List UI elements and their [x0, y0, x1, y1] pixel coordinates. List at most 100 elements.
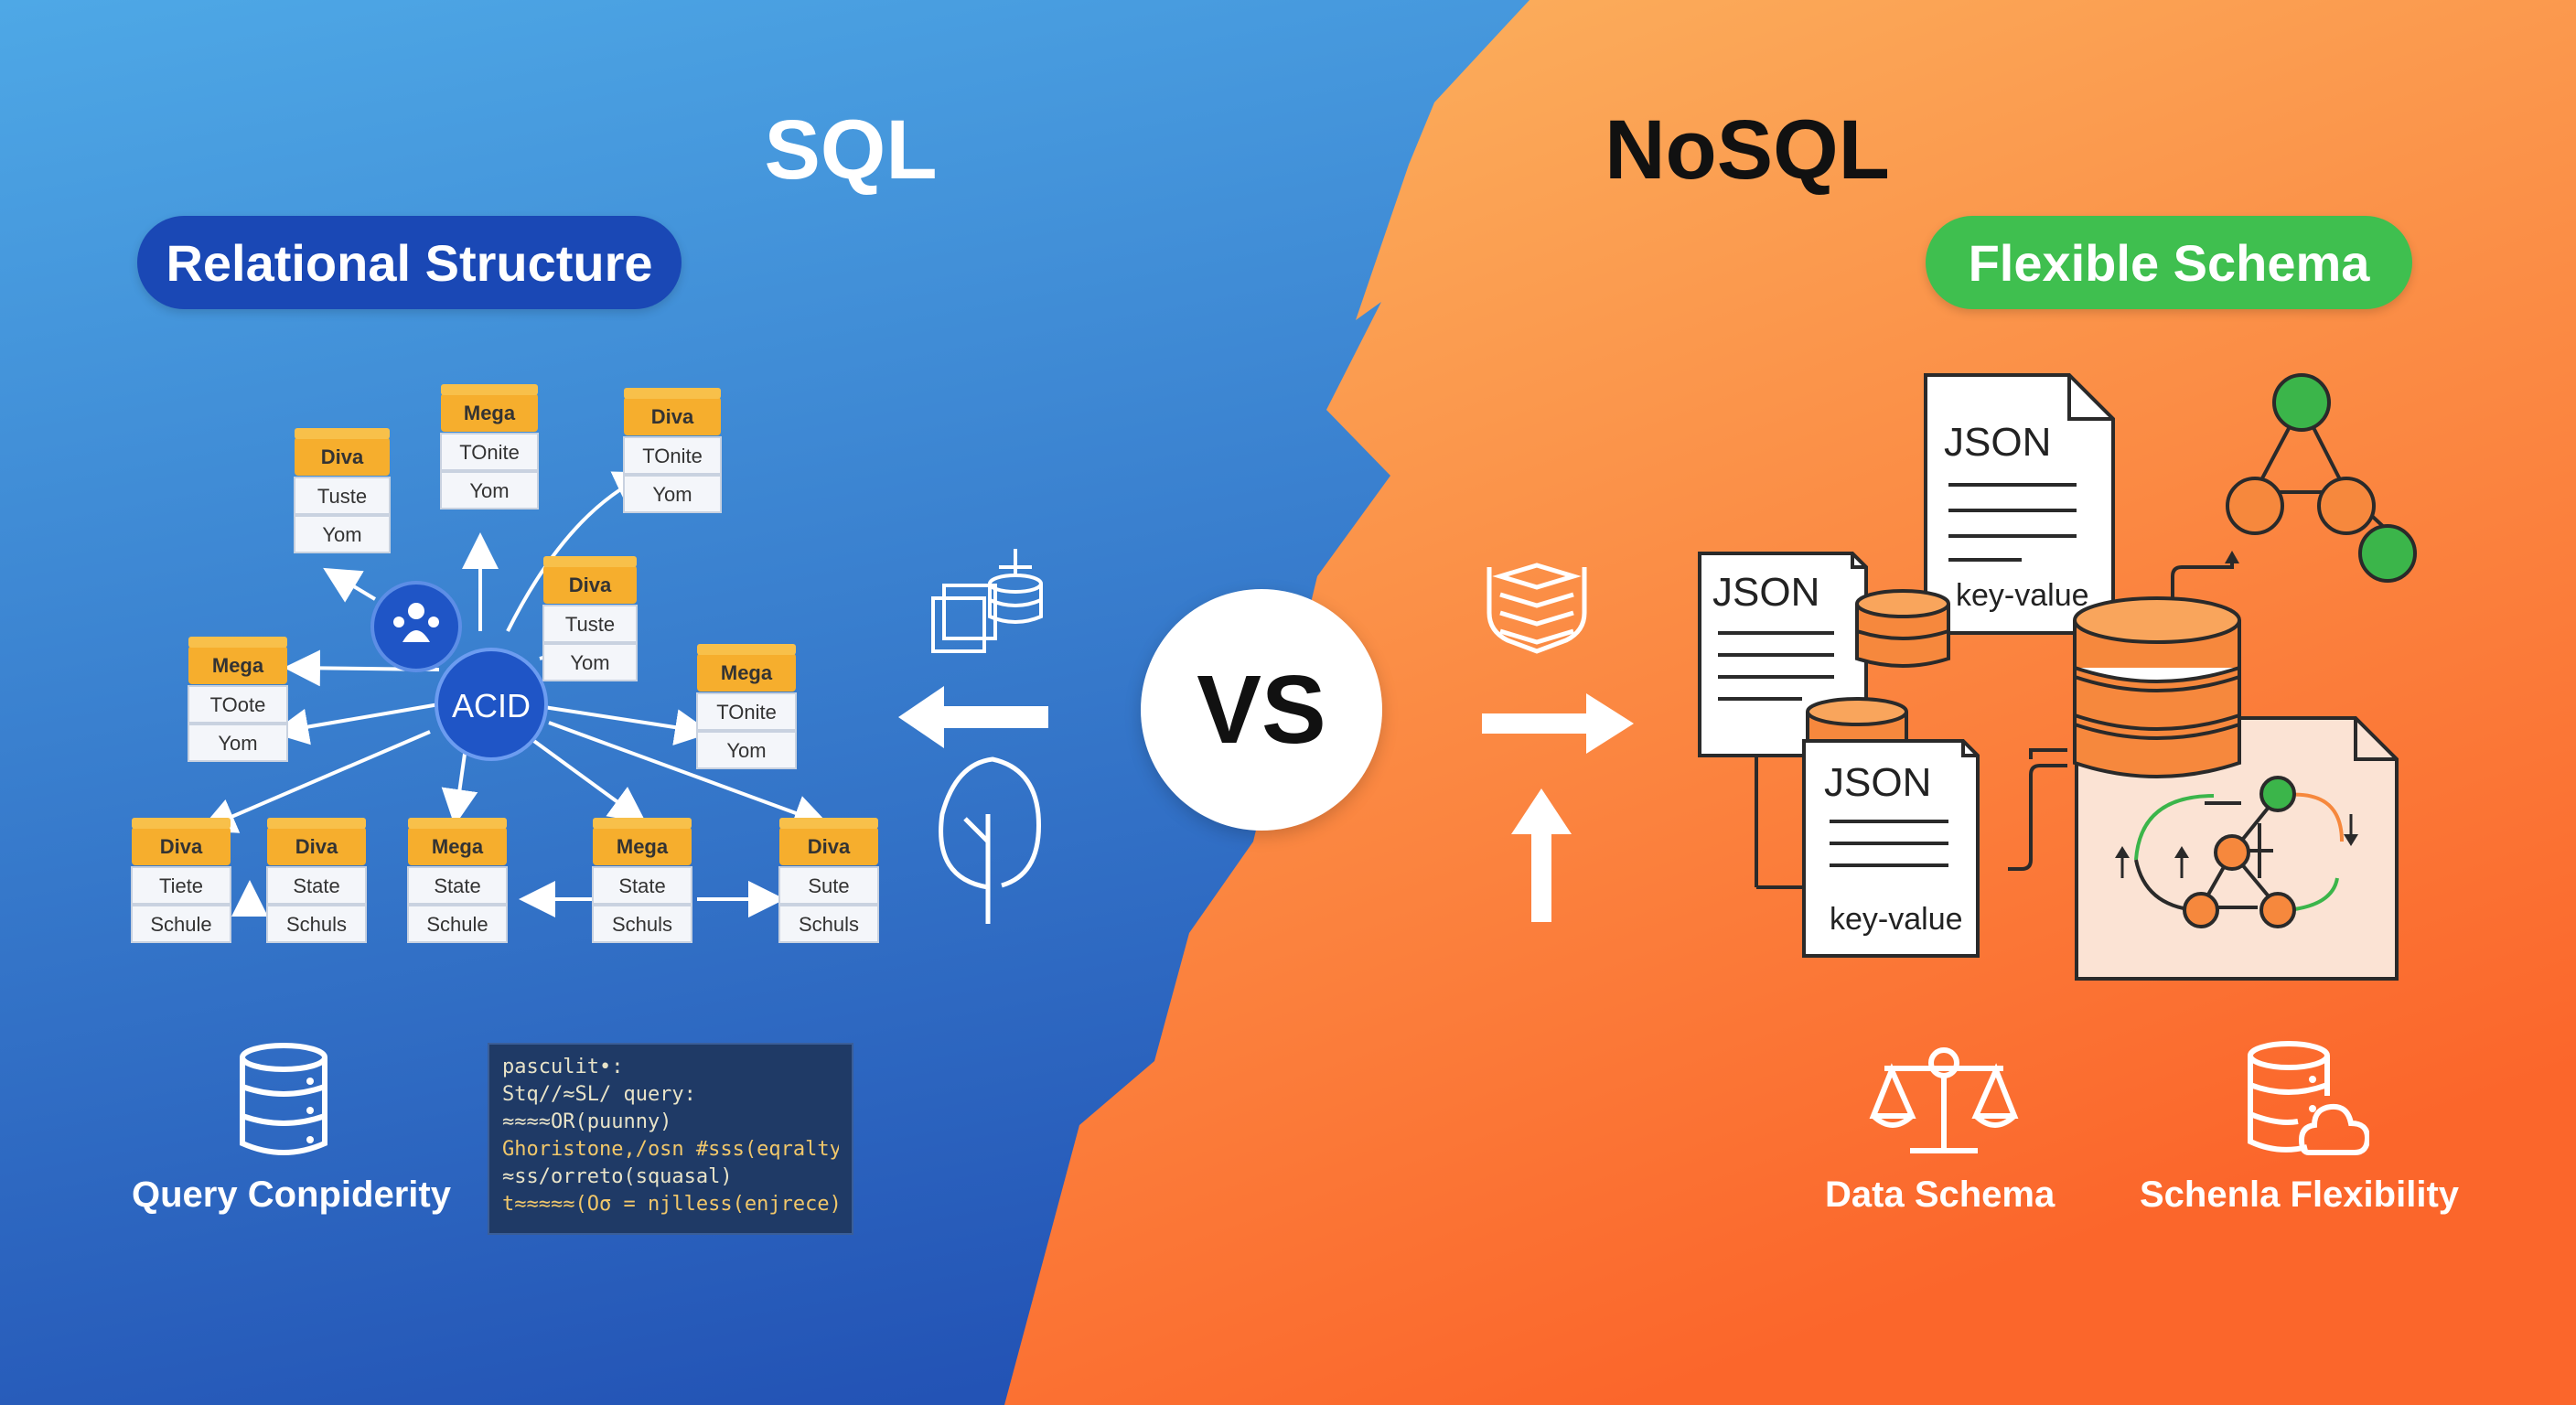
code-line: Ghoristone,/osn #sss(eqralty),: [502, 1138, 839, 1161]
table-cell: TOnite: [642, 445, 703, 467]
scale-icon: [1869, 1047, 2019, 1153]
table-header-text: Mega: [212, 654, 264, 677]
relational-diagram: DivaTusteYomMegaTOniteYomDivaTOniteYomDi…: [131, 384, 879, 943]
table-cell: State: [293, 874, 339, 897]
table-cell: TOnite: [716, 701, 777, 724]
table-header-text: Diva: [321, 445, 364, 468]
table-row: [778, 866, 879, 905]
table-cell: Schule: [426, 913, 488, 936]
json-title: JSON: [1712, 570, 1819, 615]
table-row: [440, 433, 539, 471]
graph-icon: [2226, 373, 2417, 583]
table-cap: [267, 818, 366, 829]
json-title: JSON: [1824, 760, 1931, 805]
key-value-label: key-value: [1956, 578, 2089, 613]
table-cap: [188, 637, 287, 648]
table-row: [592, 905, 692, 943]
table-cell: Sute: [808, 874, 849, 897]
graph-document: [2075, 716, 2399, 981]
table-cap: [132, 818, 231, 829]
table-header: [132, 827, 231, 865]
query-caption: Query Conpiderity: [132, 1174, 451, 1215]
table-cell: Yom: [322, 523, 361, 546]
table-cell: Schuls: [612, 913, 672, 936]
acid-hub: [435, 648, 548, 761]
code-line: ≈ss/orreto(squasal): [502, 1165, 733, 1188]
table-cap: [543, 556, 637, 567]
table-row: [407, 866, 508, 905]
sql-title: SQL: [764, 103, 938, 197]
table-row: [266, 905, 367, 943]
table-row: [294, 515, 391, 553]
table-row: [623, 436, 722, 475]
table-header: [267, 827, 366, 865]
table-cell: Yom: [726, 739, 766, 762]
json-title: JSON: [1944, 420, 2051, 465]
vs-badge: VS: [1141, 589, 1382, 831]
table-cell: Schuls: [799, 913, 859, 936]
relation-line: [548, 721, 831, 831]
table-header-text: Mega: [432, 835, 484, 858]
table-row: [407, 905, 508, 943]
table-header-text: Diva: [295, 835, 338, 858]
table-header-text: Diva: [160, 835, 203, 858]
nosql-title: NoSQL: [1605, 103, 1890, 197]
table-header-text: Mega: [464, 402, 516, 424]
relation-line: [323, 567, 377, 603]
table-row: [592, 866, 692, 905]
relation-line: [525, 702, 712, 745]
key-value-label: key-value: [1830, 902, 1963, 937]
table-row: [542, 643, 638, 681]
table-cell: TOnite: [459, 441, 520, 464]
arrow-left-icon: [898, 686, 1048, 748]
table-cell: Tuste: [317, 485, 367, 508]
arrow-right-icon: [1482, 693, 1634, 754]
table-header-text: Mega: [721, 661, 773, 684]
json-document-bottom: JSON key-value: [1802, 739, 1980, 958]
table-row: [131, 905, 231, 943]
table-cell: Yom: [469, 479, 509, 502]
table-cap: [697, 644, 796, 655]
server-stack-icon: [1487, 563, 1587, 654]
relation-line: [520, 730, 647, 823]
table-row: [188, 685, 288, 724]
schema-flexibility-caption: Schenla Flexibility: [2140, 1174, 2460, 1215]
table-cell: TOote: [210, 693, 266, 716]
tree-icon: [939, 756, 1041, 924]
relation-line: [272, 702, 440, 745]
right-middle-graphics: [1482, 563, 1634, 922]
table-cap: [408, 818, 507, 829]
nosql-diagram: JSON key-value JSON JSON: [1698, 373, 2417, 981]
database-icon: [1855, 589, 1950, 668]
table-header: [188, 646, 287, 684]
table-row: [696, 731, 797, 769]
json-document-top: JSON key-value: [1924, 373, 2115, 635]
table-header-text: Diva: [651, 405, 694, 428]
table-header-text: Diva: [808, 835, 851, 858]
arrow-up-icon: [1511, 788, 1572, 922]
table-header-text: Diva: [569, 574, 612, 596]
table-header: [543, 565, 637, 604]
table-header: [697, 653, 796, 692]
table-row: [294, 477, 391, 515]
table-cell: Tiete: [159, 874, 203, 897]
table-cell: Yom: [218, 732, 257, 755]
relation-line: [199, 730, 431, 833]
table-row: [266, 866, 367, 905]
table-cell: Yom: [652, 483, 692, 506]
code-line: pasculit•:: [502, 1056, 624, 1078]
code-line: Stq//≈SL/ query:: [502, 1083, 696, 1106]
data-schema-caption: Data Schema: [1825, 1174, 2055, 1215]
code-line: ≈≈≈≈OR(puunny): [502, 1110, 672, 1133]
flexible-schema-badge: Flexible Schema: [1926, 216, 2412, 309]
table-cell: Tuste: [565, 613, 615, 636]
table-row: [623, 475, 722, 513]
